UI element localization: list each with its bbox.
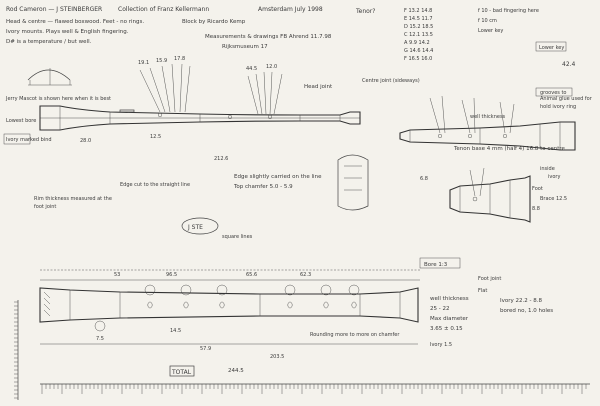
label-reference: Rijksmuseum 17 [222, 44, 268, 50]
label-tenon: Tenon base 4 mm (half 4) 16.8 to centre [453, 146, 566, 152]
label-ivory-rounding: Rounding more to more on chamfer [310, 332, 400, 338]
note-head: Head & centre — flawed boxwood. Feet - n… [6, 19, 144, 25]
label-head-joint: Head joint [304, 84, 333, 90]
label-wall: well thickness [430, 296, 469, 302]
label-wall-thickness: well thickness [470, 114, 506, 120]
label-edge-note: Edge slightly carried on the line [234, 174, 322, 180]
overall-view: 53 96.5 65.6 62.3 7.5 14.5 57.9 Rounding… [39, 269, 553, 377]
dim-label: 203.5 [270, 354, 284, 360]
label-note-left-scale-2: foot joint [34, 204, 56, 210]
dim-label: 57.9 [200, 346, 211, 352]
table-side-note: f 10 cm [478, 18, 497, 24]
dim-label: 12.5 [150, 134, 161, 140]
header-place-date: Amsterdam July 1998 [258, 6, 323, 13]
label-foot-joint: Foot joint [478, 276, 501, 282]
dim-label: 53 [114, 272, 120, 278]
label-note-left-scale: Rim thickness measured at the [34, 196, 112, 202]
label-ivory-marks: Ivory marked bind [6, 137, 52, 143]
dim-label: 15.9 [156, 58, 167, 64]
dim-label: 44.5 [246, 66, 257, 72]
label-measurements: Measurements & drawings FB Ahrend 11.7.9… [205, 34, 332, 40]
header-right: Tenor? [355, 8, 375, 15]
label-lion-note: Jerry Mascot is shown here when it is be… [5, 96, 111, 102]
label-flat: Flat [478, 288, 487, 294]
label-wall-range: 25 - 22 [430, 306, 449, 312]
label-centre-joint: Centre joint (sideways) [362, 78, 420, 84]
head-joint-drawing: 19.1 15.9 17.8 44.5 12.0 Head joint Lowe… [3, 56, 361, 162]
foot-joint-drawing: 6.8 Foot 8.8 [420, 167, 543, 223]
note-head-plain: D# is a temperature / but well. [6, 39, 92, 45]
dim-label: 65.6 [246, 272, 257, 278]
label-lowest-bore: Lowest bore [6, 118, 36, 124]
label-top-chamfer: Top chamfer 5.0 - 5.9 [233, 184, 293, 190]
middle-notes: Rim thickness measured at the foot joint… [34, 154, 461, 269]
table-row: F 13.2 14.8 [404, 8, 432, 14]
header-collection: Collection of Franz Kellermann [118, 6, 209, 13]
table-row: C 12.1 13.5 [404, 32, 433, 38]
label-ivory-bottom: ivory [548, 174, 560, 180]
label-brace: Brace 12.5 [540, 196, 567, 202]
label-animal-note-2: hold ivory ring [540, 104, 576, 110]
dim-label: 28.0 [80, 138, 91, 144]
table-row: E 14.5 11.7 [404, 16, 433, 22]
label-tenon-ivory: Ivory 1.5 [430, 342, 452, 348]
table-row: G 14.6 14.4 [404, 48, 433, 54]
label-ivory-foot-2: bored no, 1.0 holes [500, 308, 553, 314]
table-side-note: Lower key [478, 28, 503, 34]
dim-label: 6.8 [420, 176, 428, 182]
dim-label: 17.8 [174, 56, 185, 62]
table-side-note: f 10 - bad fingering here [478, 8, 539, 14]
dim-label: 244.5 [228, 368, 244, 374]
header-left-title: Rod Cameron — J STEINBERGER [6, 6, 102, 13]
label-bore: Bore 1:3 [424, 262, 448, 268]
bottom-scale [41, 384, 587, 394]
left-ruler-ticks [14, 301, 18, 399]
dim-label: 42.4 [562, 61, 576, 68]
centre-joint-drawing: Tenon base 4 mm (half 4) 16.8 to centre … [362, 78, 593, 202]
label-animal-note: Animal glue used for [540, 96, 593, 102]
label-inside: inside [540, 166, 555, 172]
bore-lens-sketch: Jerry Mascot is shown here when it is be… [5, 68, 111, 102]
label-foot-ring: Foot [532, 186, 543, 192]
table-row: F 16.5 16.0 [404, 56, 432, 62]
label-square-cut: square lines [222, 234, 253, 240]
dim-label: 212.6 [214, 156, 228, 162]
dim-label: 14.5 [170, 328, 181, 334]
table-row: D 15.2 18.5 [404, 24, 433, 30]
grooves-label: grooves to [540, 90, 567, 96]
dim-label: 62.3 [300, 272, 311, 278]
steinberger-stamp: J STE [187, 224, 203, 231]
label-thumb: 7.5 [96, 336, 104, 342]
table-row: A 9.9 14.2 [404, 40, 430, 46]
lower-key-box-label: Lower key [539, 45, 564, 51]
dim-label: 19.1 [138, 60, 149, 66]
label-max-diameter: Max diameter [430, 316, 469, 322]
fingering-table: F 13.2 14.8 E 14.5 11.7 D 15.2 18.5 C 12… [404, 8, 576, 68]
label-max-val: 3.65 ± 0.15 [430, 326, 463, 332]
label-total: TOTAL [171, 369, 192, 376]
boxed-label [535, 41, 567, 52]
note-drawn-by: Block by Ricardo Kemp [182, 19, 246, 25]
label-ivory-foot: Ivory 22.2 - 8.8 [500, 298, 542, 304]
dim-label: 12.0 [266, 64, 277, 70]
dim-label: 8.8 [532, 206, 540, 212]
note-ivory: Ivory mounts. Plays well & English finge… [6, 29, 129, 35]
label-hand-drawn-note: Edge cut to the straight line [120, 182, 190, 188]
dim-label: 96.5 [166, 272, 177, 278]
